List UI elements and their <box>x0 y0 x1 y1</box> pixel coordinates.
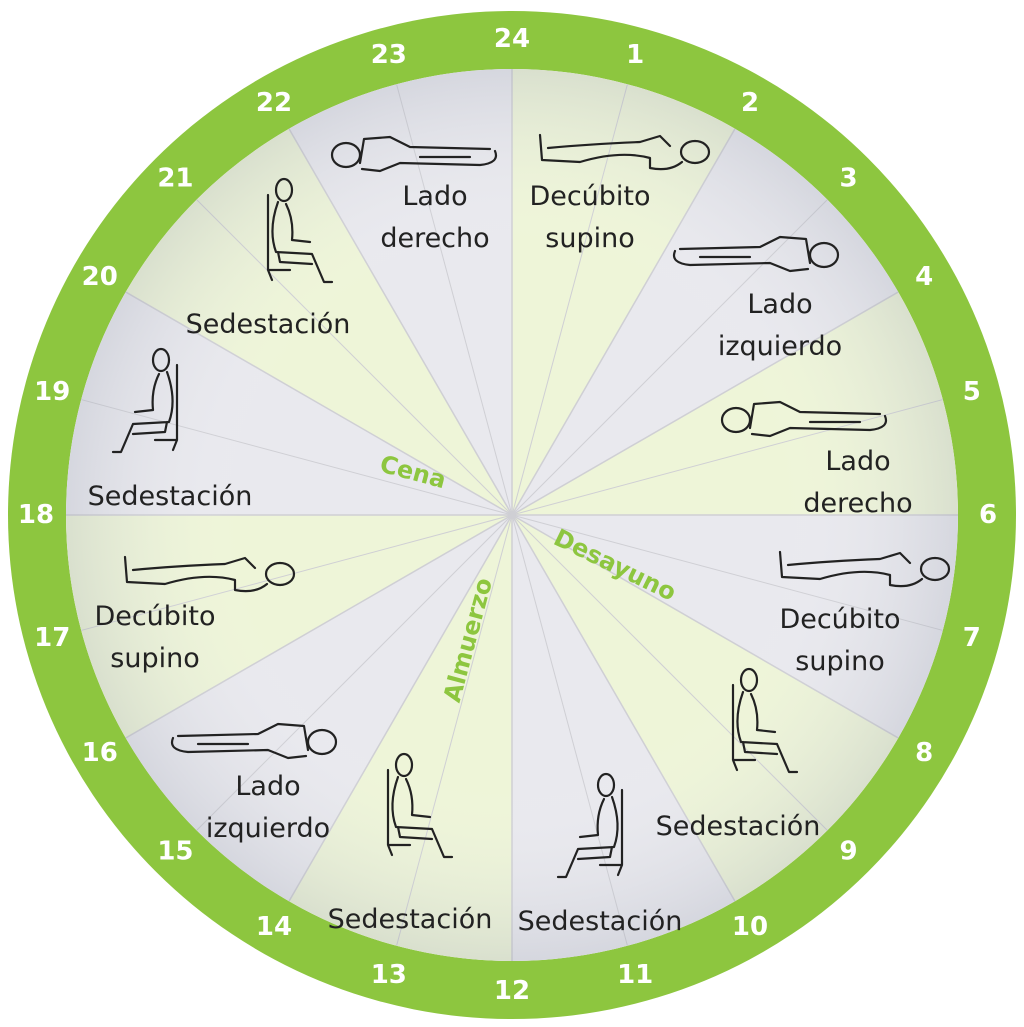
position-label: Sedestación <box>656 811 821 842</box>
hour-number: 18 <box>18 500 54 530</box>
sitting-icon <box>111 347 179 454</box>
position-label: izquierdo <box>718 331 842 362</box>
sitting-icon <box>556 772 624 879</box>
hour-number: 23 <box>371 40 407 70</box>
lying-right-side-icon <box>720 400 888 438</box>
position-label: Decúbito <box>94 601 215 632</box>
position-label: derecho <box>803 488 912 519</box>
hour-number: 19 <box>34 377 70 407</box>
hour-number: 10 <box>732 912 768 942</box>
hour-number: 7 <box>963 623 981 653</box>
hour-number: 1 <box>626 40 644 70</box>
hour-number: 9 <box>840 837 858 867</box>
sitting-icon <box>386 752 454 859</box>
lying-supine-icon <box>778 550 951 588</box>
position-label: Lado <box>747 289 812 320</box>
position-label: Lado <box>235 771 300 802</box>
position-label: derecho <box>380 223 489 254</box>
position-label: supino <box>110 643 199 674</box>
position-label: Sedestación <box>328 904 493 935</box>
sitting-icon <box>266 177 334 284</box>
hour-number: 3 <box>840 163 858 193</box>
hour-number: 24 <box>494 24 530 54</box>
lying-left-side-icon <box>672 235 840 273</box>
position-label: supino <box>795 646 884 677</box>
hour-number: 6 <box>979 500 997 530</box>
hour-number: 12 <box>494 976 530 1006</box>
face-shading <box>66 69 958 961</box>
position-label: Sedestación <box>186 309 351 340</box>
lying-left-side-icon <box>170 722 338 760</box>
hour-number: 2 <box>741 88 759 118</box>
hour-number: 4 <box>915 262 933 292</box>
position-label: izquierdo <box>206 813 330 844</box>
position-label: Sedestación <box>88 481 253 512</box>
lying-supine-icon <box>538 133 711 171</box>
position-label: Sedestación <box>518 906 683 937</box>
hour-number: 16 <box>82 738 118 768</box>
hour-number: 22 <box>256 88 292 118</box>
lying-supine-icon <box>123 555 296 593</box>
position-label: Lado <box>825 446 890 477</box>
hour-number: 11 <box>617 960 653 990</box>
hour-number: 8 <box>915 738 933 768</box>
hour-number: 17 <box>34 623 70 653</box>
position-label: supino <box>545 223 634 254</box>
position-label: Decúbito <box>779 604 900 635</box>
position-label: Decúbito <box>529 181 650 212</box>
hour-number: 13 <box>371 960 407 990</box>
hour-number: 20 <box>82 262 118 292</box>
position-label: Lado <box>402 181 467 212</box>
hour-number: 5 <box>963 377 981 407</box>
hour-number: 21 <box>157 163 193 193</box>
sitting-icon <box>731 667 799 774</box>
hour-number: 14 <box>256 912 292 942</box>
hour-number: 15 <box>157 837 193 867</box>
lying-right-side-icon <box>330 135 498 173</box>
